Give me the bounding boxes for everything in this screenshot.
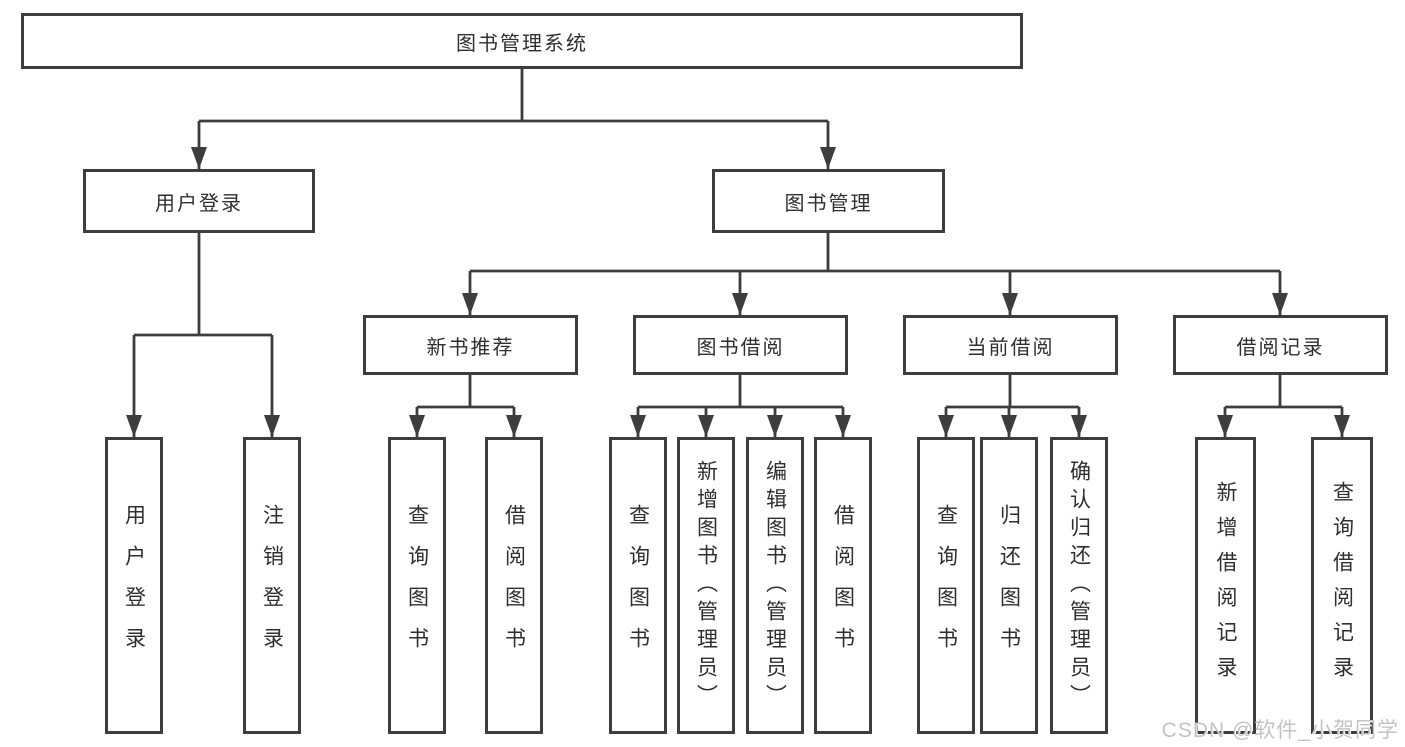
edge-root-trunk <box>199 69 828 123</box>
node-leaf-query-books-current: 查询图书 <box>917 437 975 734</box>
node-leaf-user-login: 用户登录 <box>105 437 163 734</box>
edge-recommend-trunk <box>417 375 514 409</box>
node-leaf-confirm-return-admin: 确认归还（管理员） <box>1050 437 1108 734</box>
node-leaf-logout: 注销登录 <box>243 437 301 734</box>
node-leaf-query-books-recommend: 查询图书 <box>388 437 446 734</box>
node-current-borrow: 当前借阅 <box>903 315 1118 375</box>
edge-borrow-records-trunk <box>1225 375 1342 409</box>
node-leaf-return-books: 归还图书 <box>980 437 1038 734</box>
edge-current-borrow-trunk <box>946 375 1079 409</box>
node-leaf-borrow-books-recommend: 借阅图书 <box>485 437 543 734</box>
node-new-book-recommend: 新书推荐 <box>363 315 578 375</box>
node-book-management: 图书管理 <box>712 169 945 233</box>
edge-book-borrow-trunk <box>638 375 843 409</box>
node-leaf-query-books-borrow: 查询图书 <box>609 437 667 734</box>
node-leaf-query-borrow-record: 查询借阅记录 <box>1311 437 1373 734</box>
edge-user-login-trunk <box>134 233 272 337</box>
node-leaf-borrow-books: 借阅图书 <box>814 437 872 734</box>
csdn-watermark: CSDN @软件_小贺同学 <box>1161 719 1399 742</box>
node-borrow-records: 借阅记录 <box>1173 315 1388 375</box>
edge-book-management-trunk <box>470 233 1280 273</box>
node-leaf-edit-books-admin: 编辑图书（管理员） <box>746 437 804 734</box>
node-leaf-add-borrow-record: 新增借阅记录 <box>1195 437 1256 734</box>
node-leaf-add-books-admin: 新增图书（管理员） <box>677 437 735 734</box>
node-root-library-system: 图书管理系统 <box>21 13 1023 69</box>
node-book-borrow: 图书借阅 <box>633 315 848 375</box>
node-user-login: 用户登录 <box>83 169 315 233</box>
